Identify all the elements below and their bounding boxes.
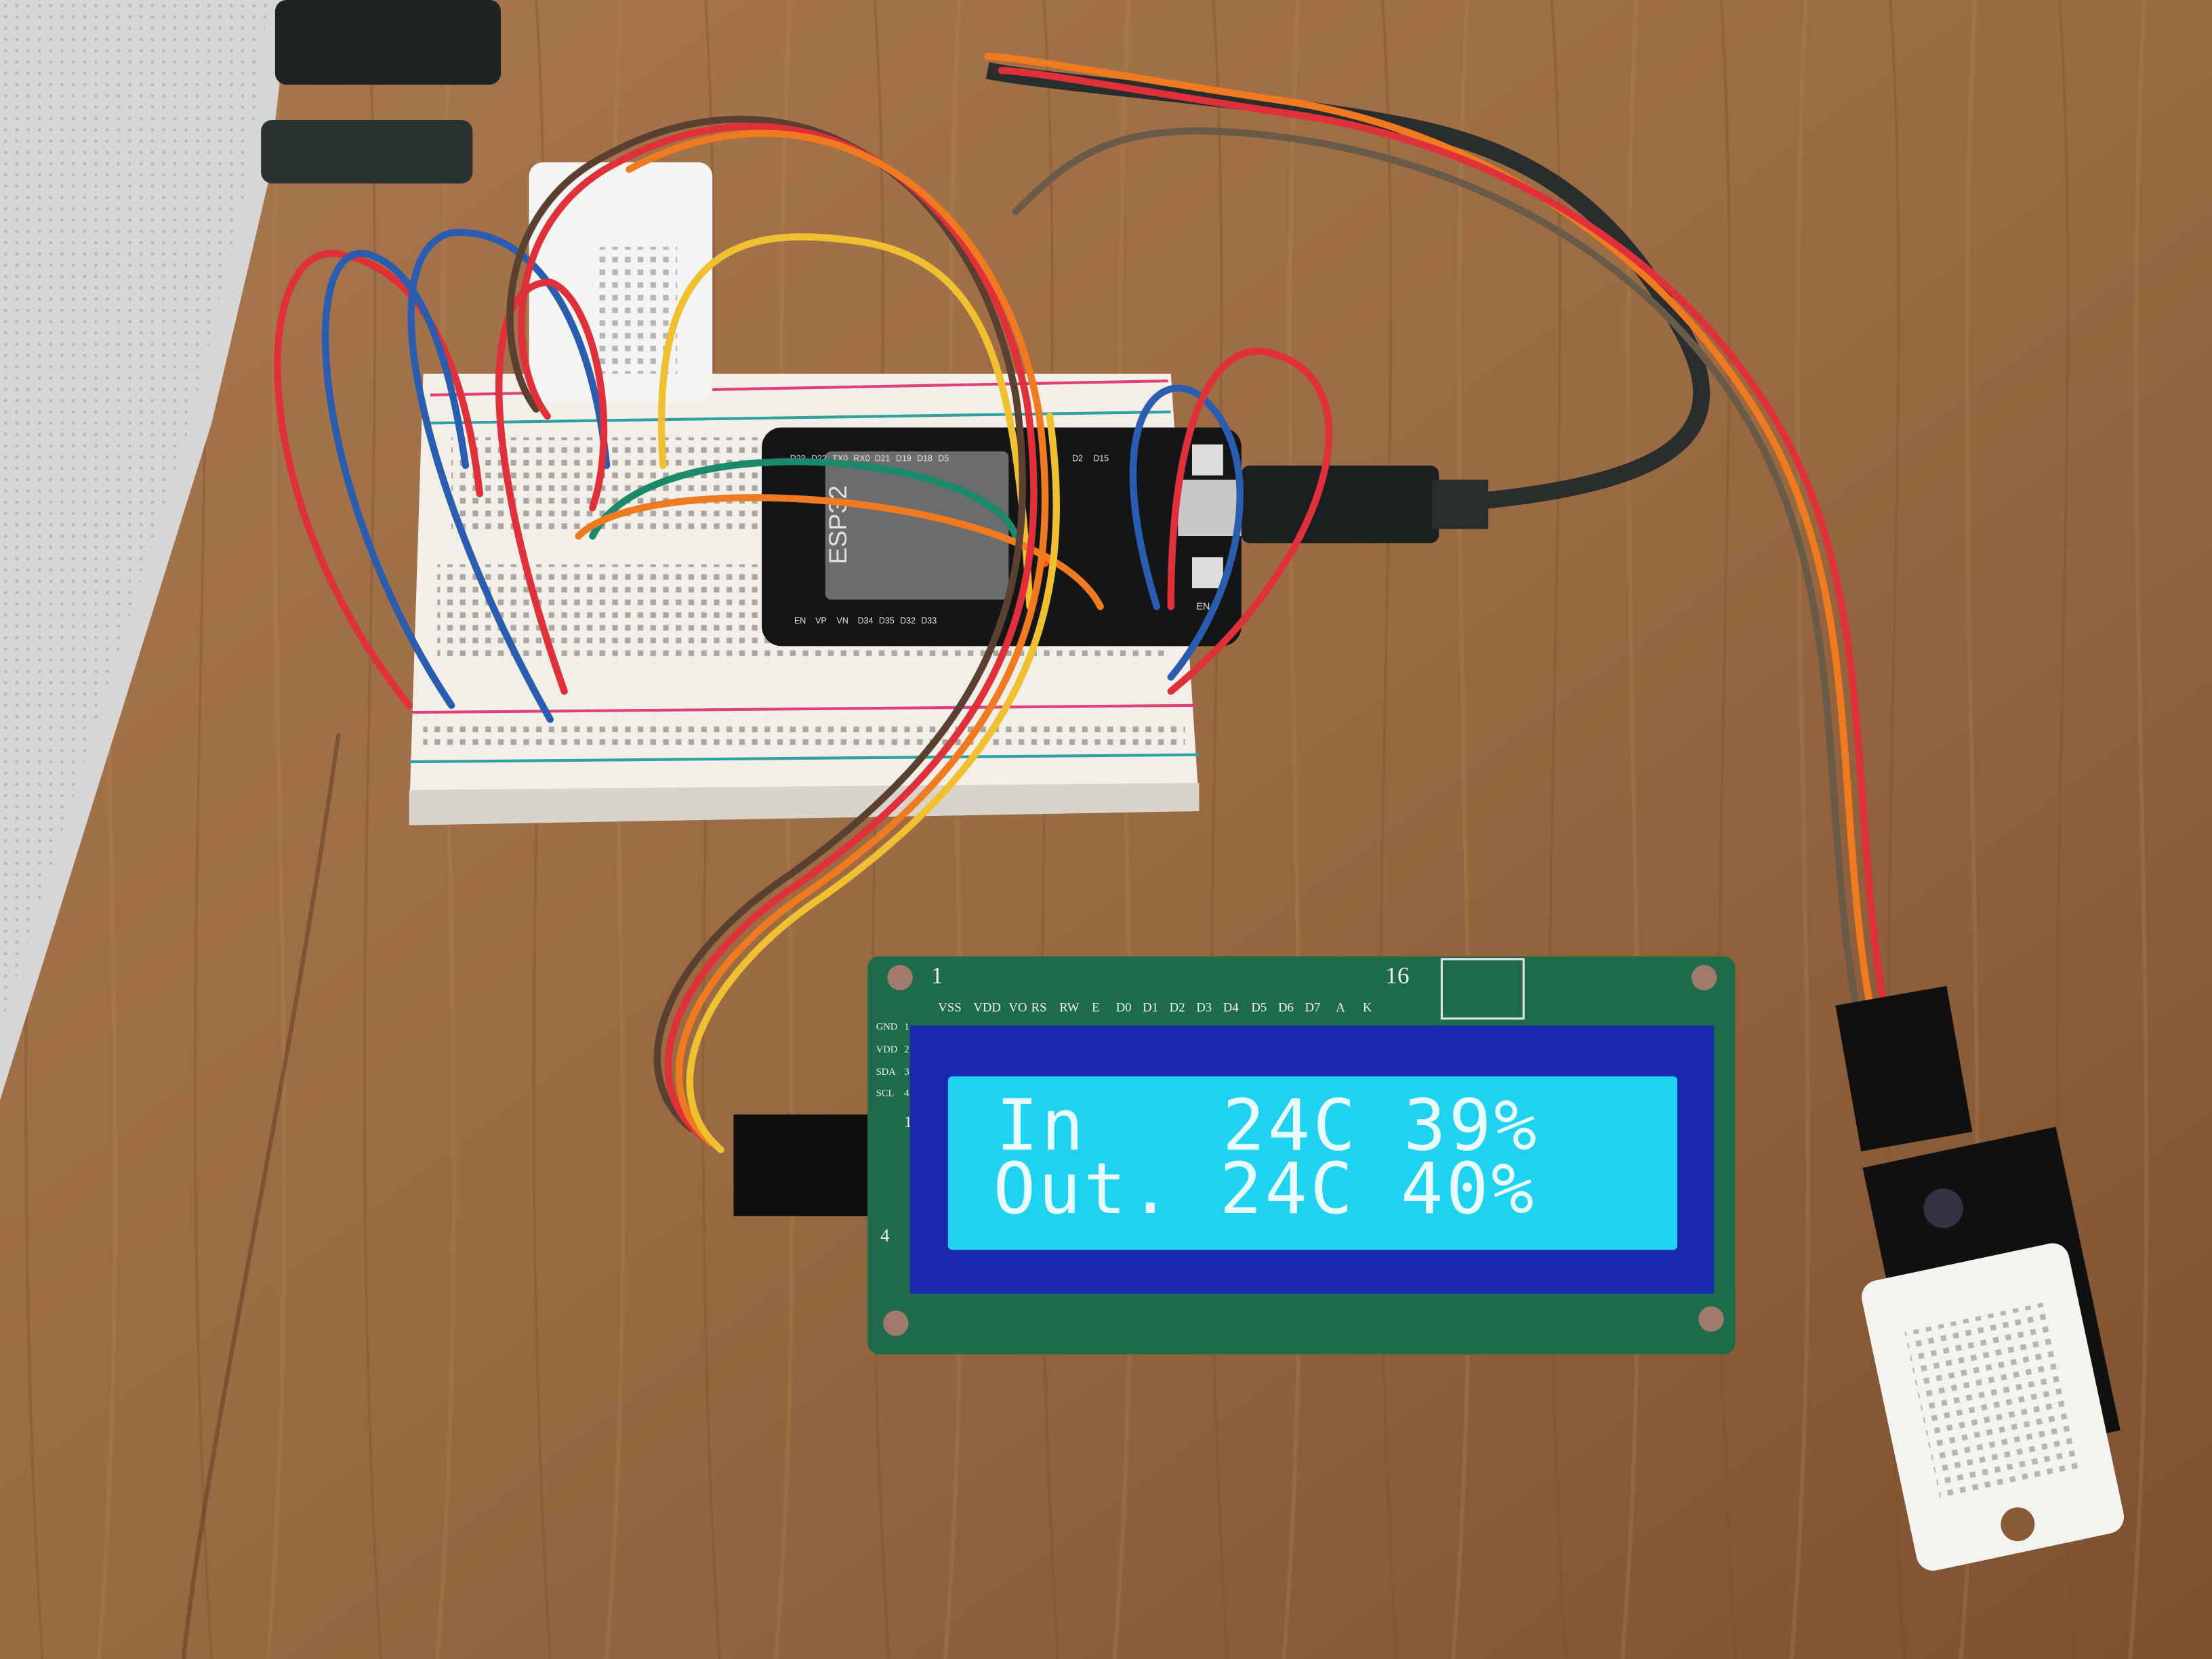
svg-text:D1: D1 bbox=[1143, 1001, 1158, 1015]
svg-text:2: 2 bbox=[904, 1044, 909, 1055]
svg-text:4: 4 bbox=[904, 1088, 909, 1099]
svg-text:D0: D0 bbox=[1116, 1001, 1132, 1015]
svg-text:VDD: VDD bbox=[876, 1044, 898, 1055]
usb-c-cable-plug bbox=[261, 119, 473, 184]
wire-red bbox=[998, 66, 1887, 1006]
svg-text:K: K bbox=[1363, 1001, 1372, 1015]
svg-text:D7: D7 bbox=[1305, 1001, 1321, 1015]
svg-text:D4: D4 bbox=[1223, 1001, 1240, 1015]
wire-yellow bbox=[657, 233, 1033, 611]
hdmi-cable-plug bbox=[274, 0, 501, 85]
svg-text:VSS: VSS bbox=[938, 1001, 961, 1015]
svg-text:D2: D2 bbox=[1072, 454, 1083, 464]
svg-text:4: 4 bbox=[880, 1225, 890, 1246]
wire-blue bbox=[407, 228, 611, 723]
svg-text:VP: VP bbox=[815, 616, 827, 626]
lcd-connector-housing bbox=[733, 1114, 868, 1216]
svg-text:SCL: SCL bbox=[876, 1088, 895, 1099]
lcd-1602-module: 1 16 VSS VDD VO RS RW E D0 D1 D2 D3 D4 D… bbox=[867, 956, 1736, 1355]
pin-16-label: 16 bbox=[1385, 962, 1409, 989]
sensor-connector-housing bbox=[1835, 985, 1973, 1152]
svg-text:D21: D21 bbox=[875, 454, 890, 464]
wire-brown bbox=[506, 115, 1027, 1132]
svg-text:D5: D5 bbox=[938, 454, 949, 464]
svg-text:VDD: VDD bbox=[973, 1001, 1001, 1015]
lcd-line-2: Out. 24C 40% bbox=[993, 1147, 1536, 1230]
wire-brown bbox=[1012, 127, 1859, 1006]
wire-orange bbox=[626, 129, 1049, 1147]
usb-c-port bbox=[1178, 479, 1242, 537]
svg-text:D32: D32 bbox=[900, 616, 916, 626]
svg-text:GND: GND bbox=[876, 1022, 898, 1033]
outdoor-dht22-sensor bbox=[1862, 1126, 2125, 1571]
svg-text:1: 1 bbox=[904, 1113, 912, 1130]
wire-yellow bbox=[686, 412, 1060, 1153]
svg-text:1: 1 bbox=[904, 1022, 909, 1033]
jumper-wires bbox=[274, 53, 1973, 1216]
wire-red bbox=[1167, 348, 1333, 695]
svg-text:D15: D15 bbox=[1093, 454, 1109, 464]
boot-button[interactable] bbox=[1191, 444, 1223, 476]
wire-orange bbox=[983, 53, 1873, 1006]
svg-text:EN: EN bbox=[794, 616, 806, 626]
lcd-screen bbox=[947, 1076, 1678, 1250]
lcd-line-1: In 24C 39% bbox=[996, 1084, 1540, 1167]
svg-text:3: 3 bbox=[904, 1067, 909, 1078]
wire-blue bbox=[1129, 384, 1244, 681]
svg-text:SDA: SDA bbox=[876, 1067, 897, 1078]
svg-text:D35: D35 bbox=[879, 616, 895, 626]
wire-green bbox=[589, 458, 1019, 540]
svg-text:D33: D33 bbox=[921, 616, 937, 626]
en-button-label: EN bbox=[1196, 601, 1210, 612]
svg-text:D5: D5 bbox=[1251, 1001, 1267, 1015]
svg-text:D18: D18 bbox=[917, 454, 933, 464]
svg-text:D19: D19 bbox=[896, 454, 912, 464]
svg-text:A: A bbox=[1336, 1001, 1345, 1015]
en-button[interactable] bbox=[1191, 557, 1223, 589]
svg-text:D2: D2 bbox=[1170, 1001, 1185, 1015]
i2c-labels: GND VDD SDA SCL 1 2 3 4 1 4 bbox=[876, 1022, 912, 1246]
esp32-module-label: ESP32 bbox=[823, 485, 852, 565]
svg-text:RS: RS bbox=[1031, 1001, 1047, 1015]
svg-text:VN: VN bbox=[836, 616, 848, 626]
svg-text:D3: D3 bbox=[1196, 1001, 1212, 1015]
svg-text:RX0: RX0 bbox=[853, 454, 869, 464]
svg-text:E: E bbox=[1092, 1001, 1099, 1015]
svg-text:D6: D6 bbox=[1278, 1001, 1294, 1015]
esp32-bottom-pin-labels: EN VP VN D34 D35 D32 D33 bbox=[794, 616, 937, 626]
svg-text:D34: D34 bbox=[858, 616, 874, 626]
svg-text:RW: RW bbox=[1059, 1001, 1079, 1015]
lcd-pin-labels: VSS VDD VO RS RW E D0 D1 D2 D3 D4 D5 D6 … bbox=[938, 1001, 1372, 1015]
wire-red bbox=[495, 279, 608, 695]
laptop bbox=[0, 0, 501, 1101]
wire-blue bbox=[321, 249, 470, 710]
pin-1-label: 1 bbox=[931, 962, 943, 989]
wire-red bbox=[274, 249, 483, 710]
svg-text:VO: VO bbox=[1008, 1001, 1027, 1015]
wire-red bbox=[518, 123, 1038, 1139]
